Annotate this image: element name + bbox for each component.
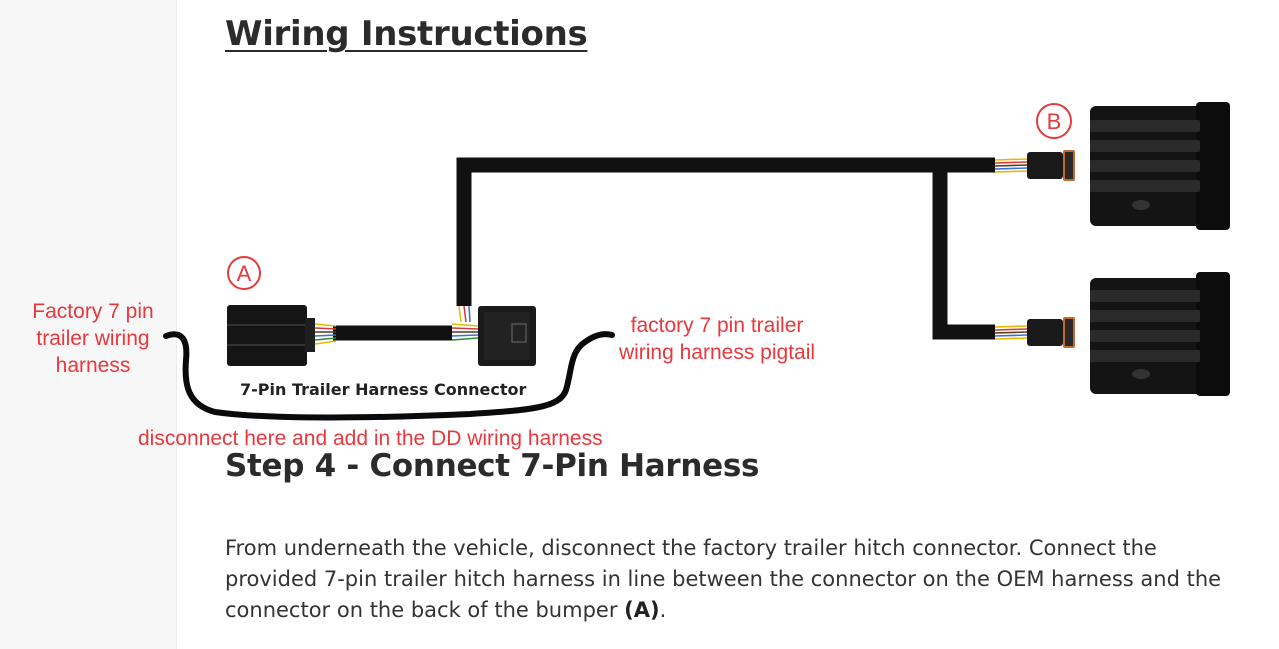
step-title: Step 4 - Connect 7-Pin Harness [225,448,760,484]
annotation-pigtail: factory 7 pin trailer wiring harness pig… [604,312,830,366]
annotation-line: harness [55,354,131,377]
annotation-disconnect: disconnect here and add in the DD wiring… [138,427,603,450]
pigtail-connector [451,305,536,366]
annotation-line: trailer wiring [36,327,150,350]
light-housing-upper [1090,102,1230,230]
light-housing-lower [1090,272,1230,396]
annotation-line: Factory 7 pin [32,300,154,323]
step-body-end: . [659,598,667,622]
left-gutter [0,0,177,649]
step-body: From underneath the vehicle, disconnect … [225,536,1222,622]
step-body-ref: (A) [624,598,660,622]
callout-b-letter: B [1047,109,1062,134]
callout-a-letter: A [237,261,252,286]
connector-b-upper [1027,150,1075,181]
annotation-line: wiring harness pigtail [618,341,816,364]
hand-drawn-marker-line [163,331,615,421]
callout-a: A [227,256,261,290]
harness-cable [333,157,995,341]
step-description: From underneath the vehicle, disconnect … [225,533,1235,626]
page-title: Wiring Instructions [225,14,588,54]
annotation-factory-harness: Factory 7 pin trailer wiring harness [22,298,164,379]
callout-b: B [1036,103,1072,139]
right-wire-bundle [994,158,1028,340]
connector-b-lower [1027,317,1075,348]
connector-a [227,305,337,366]
annotation-line: factory 7 pin trailer [630,314,804,337]
connector-label: 7-Pin Trailer Harness Connector [240,380,527,399]
